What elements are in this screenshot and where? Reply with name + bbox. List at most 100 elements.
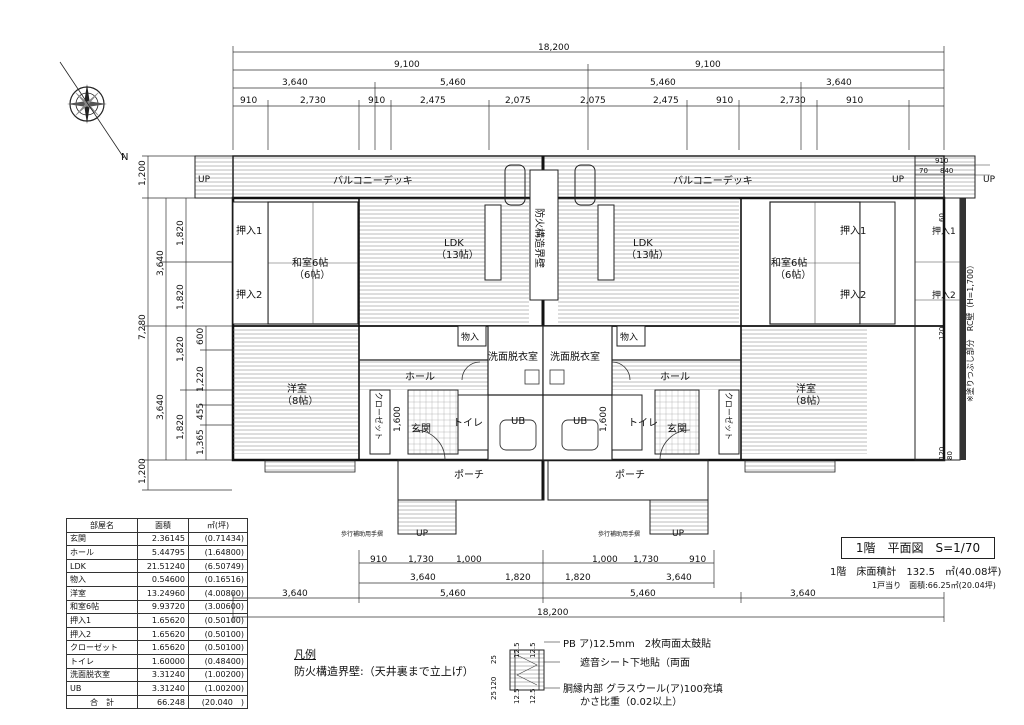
dim-1000-bl: 1,000 [456,555,482,565]
legend: 凡例 防火構造界壁:（天井裏まで立上げ） [294,646,474,680]
entrance-label-right: 玄関 [667,422,687,435]
youshitsu-label-right: 洋室 [796,382,816,395]
dim-910-br: 910 [689,555,706,565]
oshiire1-side: 押入1 [932,225,956,237]
per-unit-area: 1戸当り 面積:66.25㎡(20.04坪) [872,581,996,590]
toilet-label-right: トイレ [628,418,658,429]
header-room: 部屋名 [66,518,138,533]
dim-3640-br: 3,640 [666,573,692,583]
porch-label-left: ポーチ [454,469,484,481]
dim-half-left: 9,100 [394,60,420,70]
dim-half-right: 9,100 [695,60,721,70]
floor-area-total: 1階 床面積計 132.5 ㎡(40.08坪) [830,567,1002,578]
row-area: 1.65620 [137,626,189,642]
hall-label-right: ホール [660,371,690,383]
dim-1200-top: 1,200 [138,160,148,186]
row-room: トイレ [66,653,138,669]
handrail-label-right: 歩行補助用手摺 [598,530,640,538]
row-room: 洋室 [66,585,138,601]
section-t125-b: 12.5 [529,642,537,658]
dim-2730-b: 2,730 [780,96,806,106]
row-room: 押入2 [66,626,138,642]
section-t25-top: 25 [490,655,498,664]
section-t125-a: 12.5 [513,642,521,658]
dim-2730-a: 2,730 [300,96,326,106]
ldk-size-left: （13帖） [436,248,479,261]
spec-pb: PB ア)12.5mm 2枚両面太鼓貼 [563,639,712,650]
oshiire1-right: 押入1 [840,224,866,237]
youshitsu-label-left: 洋室 [287,382,307,395]
spec-density: かさ比重（0.02以上） [580,697,683,708]
dim-total-top: 18,200 [538,43,570,53]
row-tsubo: (3.00600) [188,599,248,615]
dim-120-side-b: 120 [938,447,946,460]
dim-910-d: 910 [846,96,863,106]
ldk-label-left: LDK [444,238,464,249]
dim-3640-left-a: 3,640 [156,250,166,276]
row-area: 1.60000 [137,653,189,669]
ub-label-right: UB [573,416,587,427]
dim-1600-left: 1,600 [393,406,403,432]
dim-1820-c: 1,820 [176,336,186,362]
fire-wall-label: 防火構造界壁 [533,208,546,268]
dim-2075-a: 2,075 [505,96,531,106]
monoire-label-left: 物入 [461,331,479,343]
dim-1820-d: 1,820 [176,414,186,440]
left-dimensions [142,155,232,491]
header-area: 面積 [137,518,189,533]
dim-1365: 1,365 [196,429,206,455]
dim-3640-tr: 3,640 [826,78,852,88]
oshiire2-side: 押入2 [932,289,956,301]
dim-1730-br: 1,730 [633,555,659,565]
dim-60-side-a: 60 [938,213,946,222]
dim-840-side: 840 [940,167,953,175]
top-dimensions [232,46,945,150]
dim-1730-bl: 1,730 [408,555,434,565]
section-t120: 120 [490,677,498,690]
section-t125-c: 12.5 [513,688,521,704]
dim-3640-tl: 3,640 [282,78,308,88]
compass-label: N [121,152,128,163]
row-tsubo: (1.64800) [188,545,248,560]
dim-2475-a: 2,475 [420,96,446,106]
dim-3640-bottom-a: 3,640 [282,589,308,599]
row-room: 玄関 [66,531,138,547]
legend-fire-wall: 防火構造界壁:（天井裏まで立上げ） [294,665,474,678]
row-area: 1.65620 [137,640,189,655]
oshiire2-right: 押入2 [840,288,866,301]
row-tsubo: (0.50100) [188,613,248,628]
dim-total-bottom: 18,200 [537,608,569,618]
row-tsubo: (6.50749) [188,558,248,574]
row-area: 13.24960 [137,585,189,601]
plan-title: 1階 平面図 S=1/70 [841,537,995,559]
dim-2075-b: 2,075 [580,96,606,106]
row-room: クローゼット [66,640,138,655]
dim-3640-bottom-b: 3,640 [790,589,816,599]
senmen-label-left: 洗面脱衣室 [488,350,538,363]
row-area: 21.51240 [137,558,189,574]
handrail-label-left: 歩行補助用手摺 [341,530,383,538]
ldk-label-right: LDK [633,238,653,249]
room-labels: バルコニーデッキ バルコニーデッキ LDK （13帖） LDK （13帖） 和室… [198,174,996,539]
balcony-label-right: バルコニーデッキ [673,174,753,187]
row-tsubo: (4.00800) [188,585,248,601]
row-area: 2.36145 [137,531,189,547]
dim-5460-tr: 5,460 [650,78,676,88]
section-t125-d: 12.5 [529,688,537,704]
dim-910-c: 910 [716,96,733,106]
hall-label-left: ホール [405,371,435,383]
entrance-label-left: 玄関 [411,422,431,435]
oshiire1-left: 押入1 [236,224,262,237]
area-table-header: 部屋名 面積 ㎡(坪) [66,518,248,533]
porch-label-right: ポーチ [615,469,645,481]
row-room: ホール [66,545,138,560]
